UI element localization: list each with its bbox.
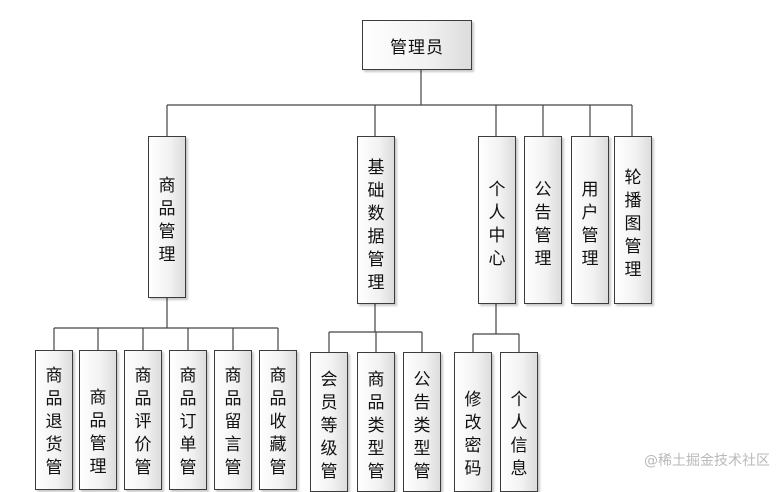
node-goods-type-label: 商品类型管 xyxy=(367,370,385,482)
node-change-password: 修改密码 xyxy=(454,352,492,492)
node-goods-message-label: 商品留言管 xyxy=(224,366,242,478)
node-notice-type: 公告类型管 xyxy=(403,352,441,492)
node-goods-review-label: 商品评价管 xyxy=(134,366,152,478)
node-member-level-label: 会员等级管 xyxy=(320,370,338,482)
node-change-password-label: 修改密码 xyxy=(464,390,482,479)
node-goods-type: 商品类型管 xyxy=(357,352,395,492)
watermark-text: @稀土掘金技术社区 xyxy=(644,453,770,469)
node-goods-order-label: 商品订单管 xyxy=(179,366,197,478)
node-carousel-management: 轮播图管理 xyxy=(614,136,652,304)
node-goods-manage: 商品管理 xyxy=(79,350,117,490)
node-admin: 管理员 xyxy=(362,20,472,70)
node-goods-favorite-label: 商品收藏管 xyxy=(269,366,287,478)
node-basic-data-management-label: 基础数据管理 xyxy=(367,158,385,293)
node-notice-management-label: 公告管理 xyxy=(534,180,552,269)
node-goods-return-label: 商品退货管 xyxy=(45,366,63,478)
node-personal-center-label: 个人中心 xyxy=(488,180,506,269)
node-goods-manage-label: 商品管理 xyxy=(89,388,107,477)
node-goods-return: 商品退货管 xyxy=(35,350,73,490)
node-goods-message: 商品留言管 xyxy=(214,350,252,490)
node-personal-info: 个人信息 xyxy=(500,352,538,492)
node-user-management-label: 用户管理 xyxy=(581,180,599,269)
node-member-level: 会员等级管 xyxy=(310,352,348,492)
node-notice-type-label: 公告类型管 xyxy=(413,370,431,482)
node-goods-favorite: 商品收藏管 xyxy=(259,350,297,490)
node-goods-management: 商品管理 xyxy=(148,136,186,298)
connector-lines xyxy=(53,70,633,352)
node-notice-management: 公告管理 xyxy=(524,136,562,304)
node-goods-management-label: 商品管理 xyxy=(158,176,176,265)
node-user-management: 用户管理 xyxy=(571,136,609,304)
node-goods-review: 商品评价管 xyxy=(124,350,162,490)
node-carousel-management-label: 轮播图管理 xyxy=(624,168,642,280)
node-goods-order: 商品订单管 xyxy=(169,350,207,490)
node-personal-center: 个人中心 xyxy=(478,136,516,304)
node-basic-data-management: 基础数据管理 xyxy=(357,136,395,304)
node-admin-label: 管理员 xyxy=(390,37,444,58)
node-personal-info-label: 个人信息 xyxy=(510,390,528,479)
